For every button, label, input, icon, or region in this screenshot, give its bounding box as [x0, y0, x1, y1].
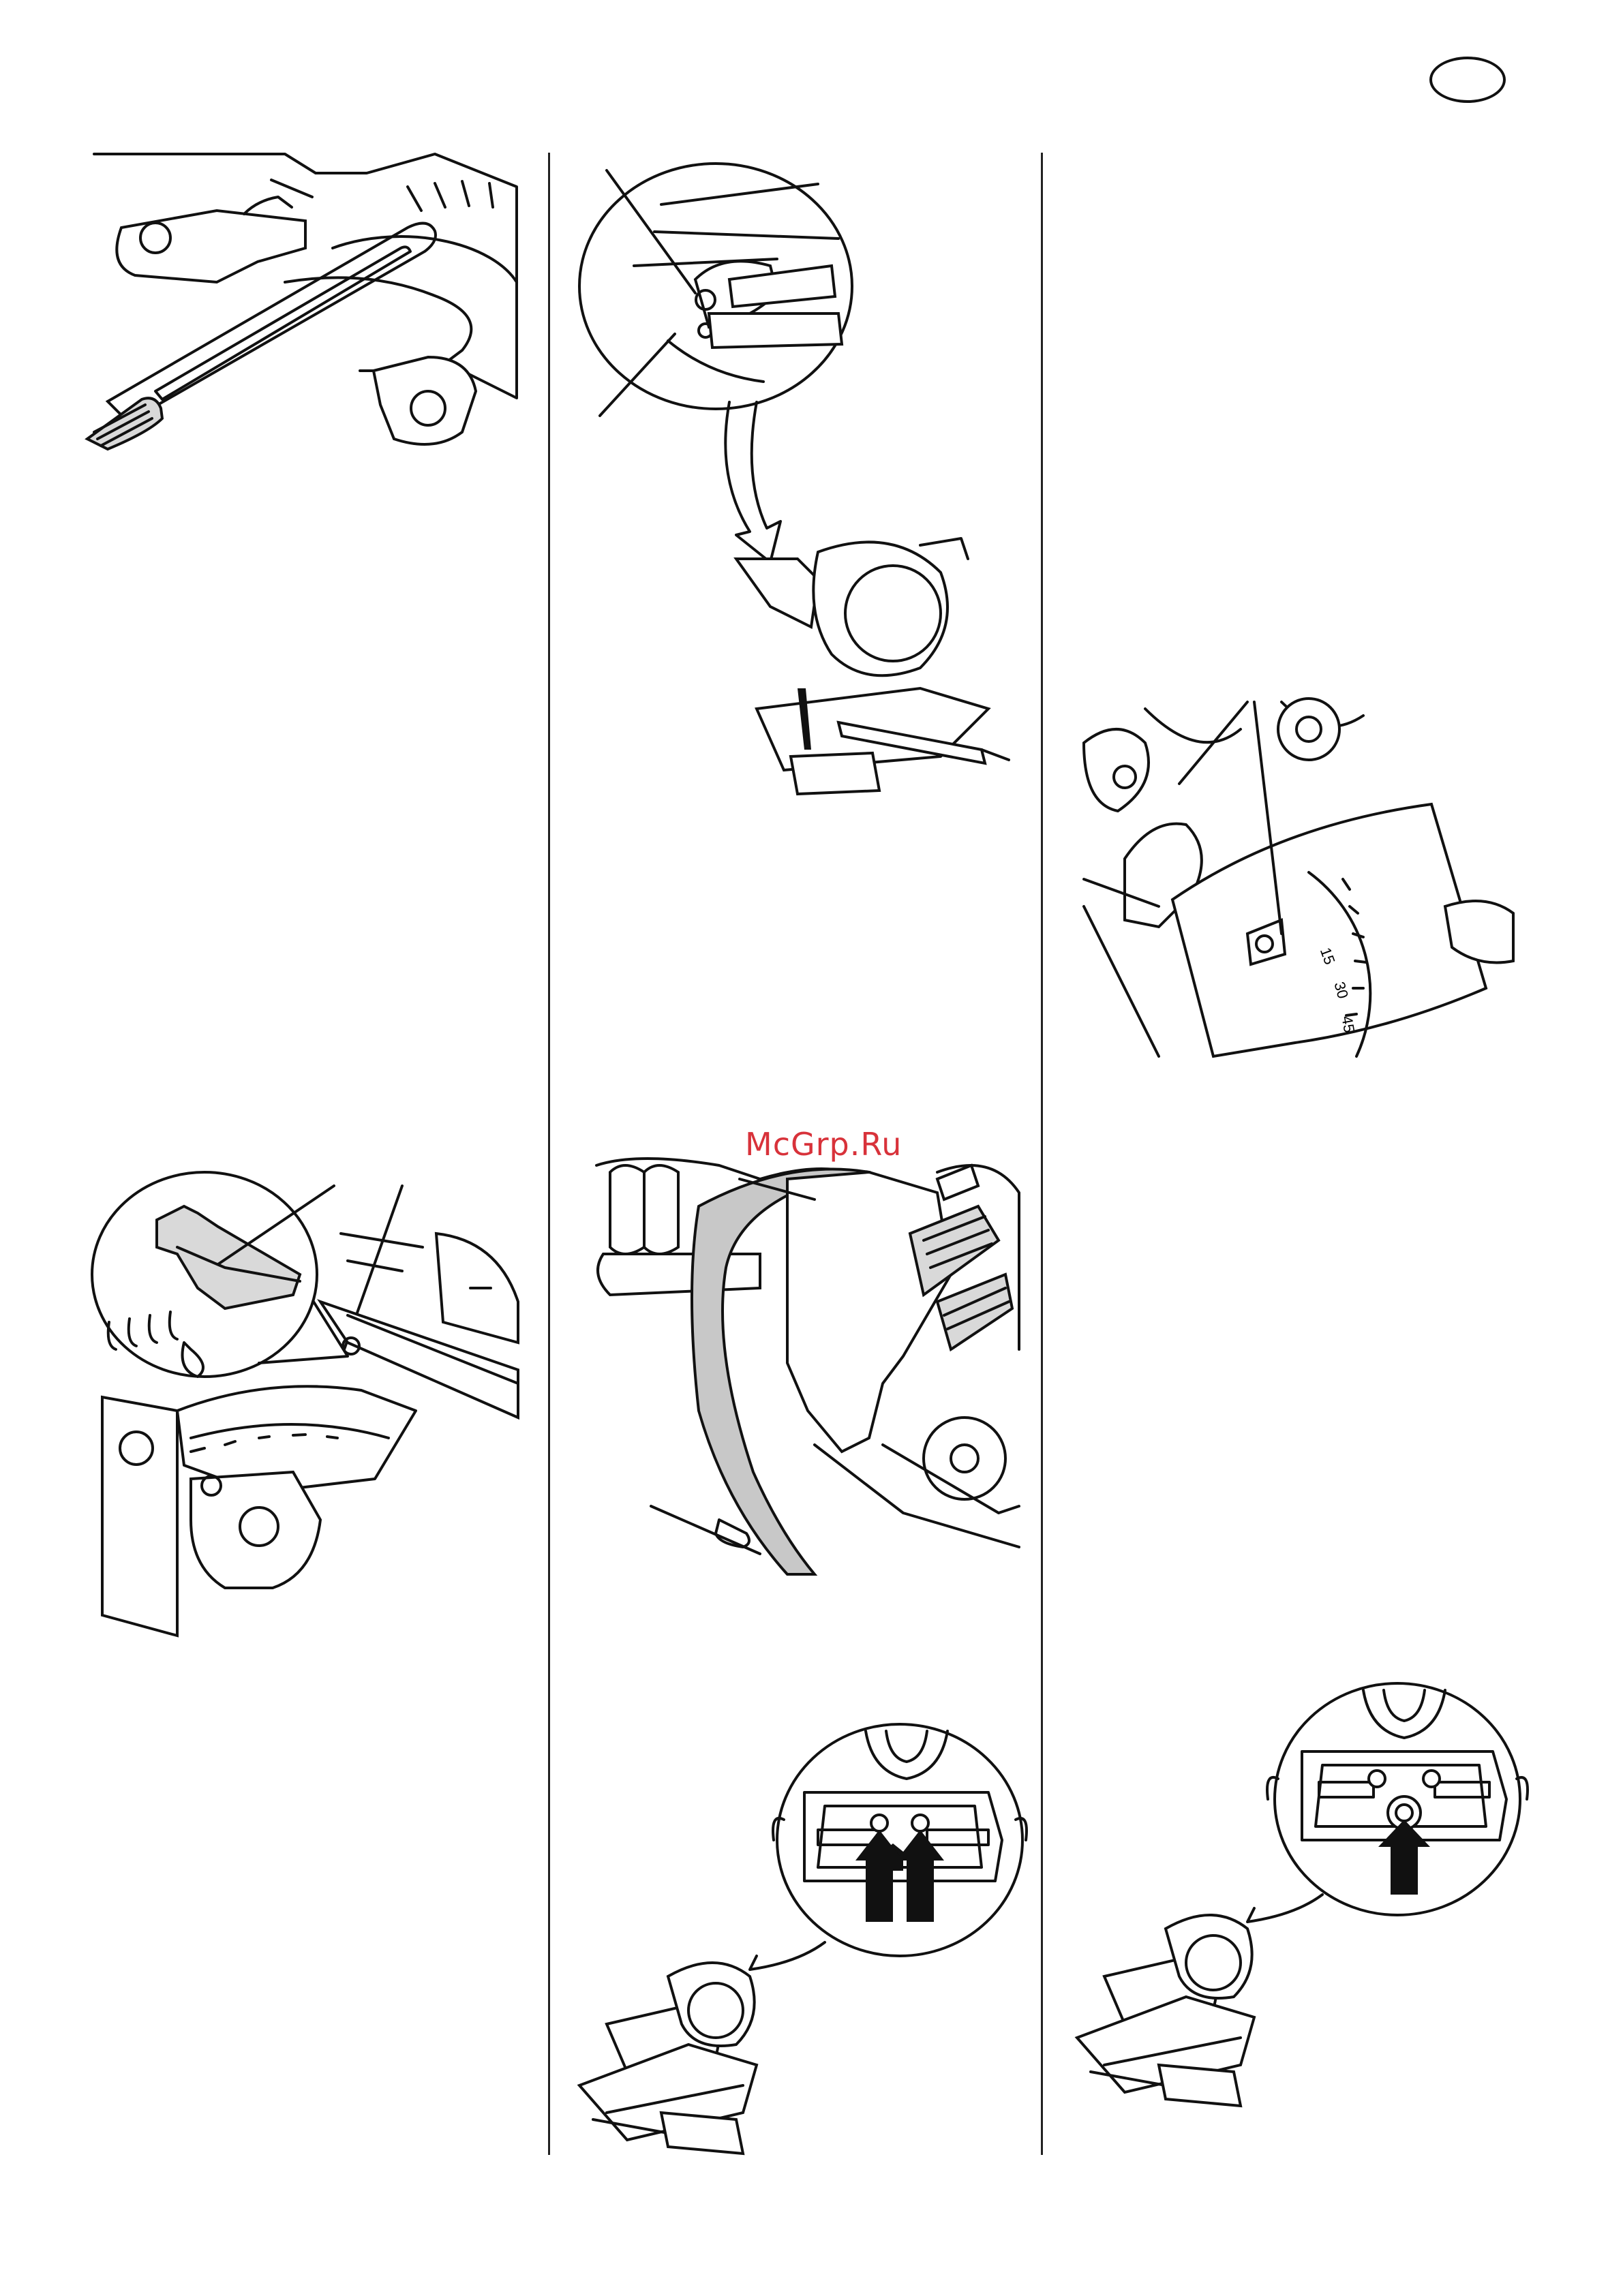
scale-label-45: 45 — [1337, 1015, 1358, 1035]
column-divider-left — [548, 153, 550, 2155]
watermark-text: McGrp.Ru — [745, 1126, 902, 1163]
figure-miter-saw-small — [716, 532, 1016, 811]
figure-laser-bracket — [89, 1165, 518, 1642]
figure-fence-adjust-zoom — [573, 157, 859, 416]
figure-miter-table — [80, 146, 520, 453]
figure-bottom-two-bolts — [566, 1704, 1029, 2154]
language-badge — [1429, 57, 1506, 103]
figure-bevel-scale — [1077, 702, 1513, 1063]
column-divider-right — [1041, 153, 1043, 2155]
figure-bottom-one-bolt — [1063, 1670, 1527, 2119]
figure-blade-guard — [583, 1152, 1019, 1581]
